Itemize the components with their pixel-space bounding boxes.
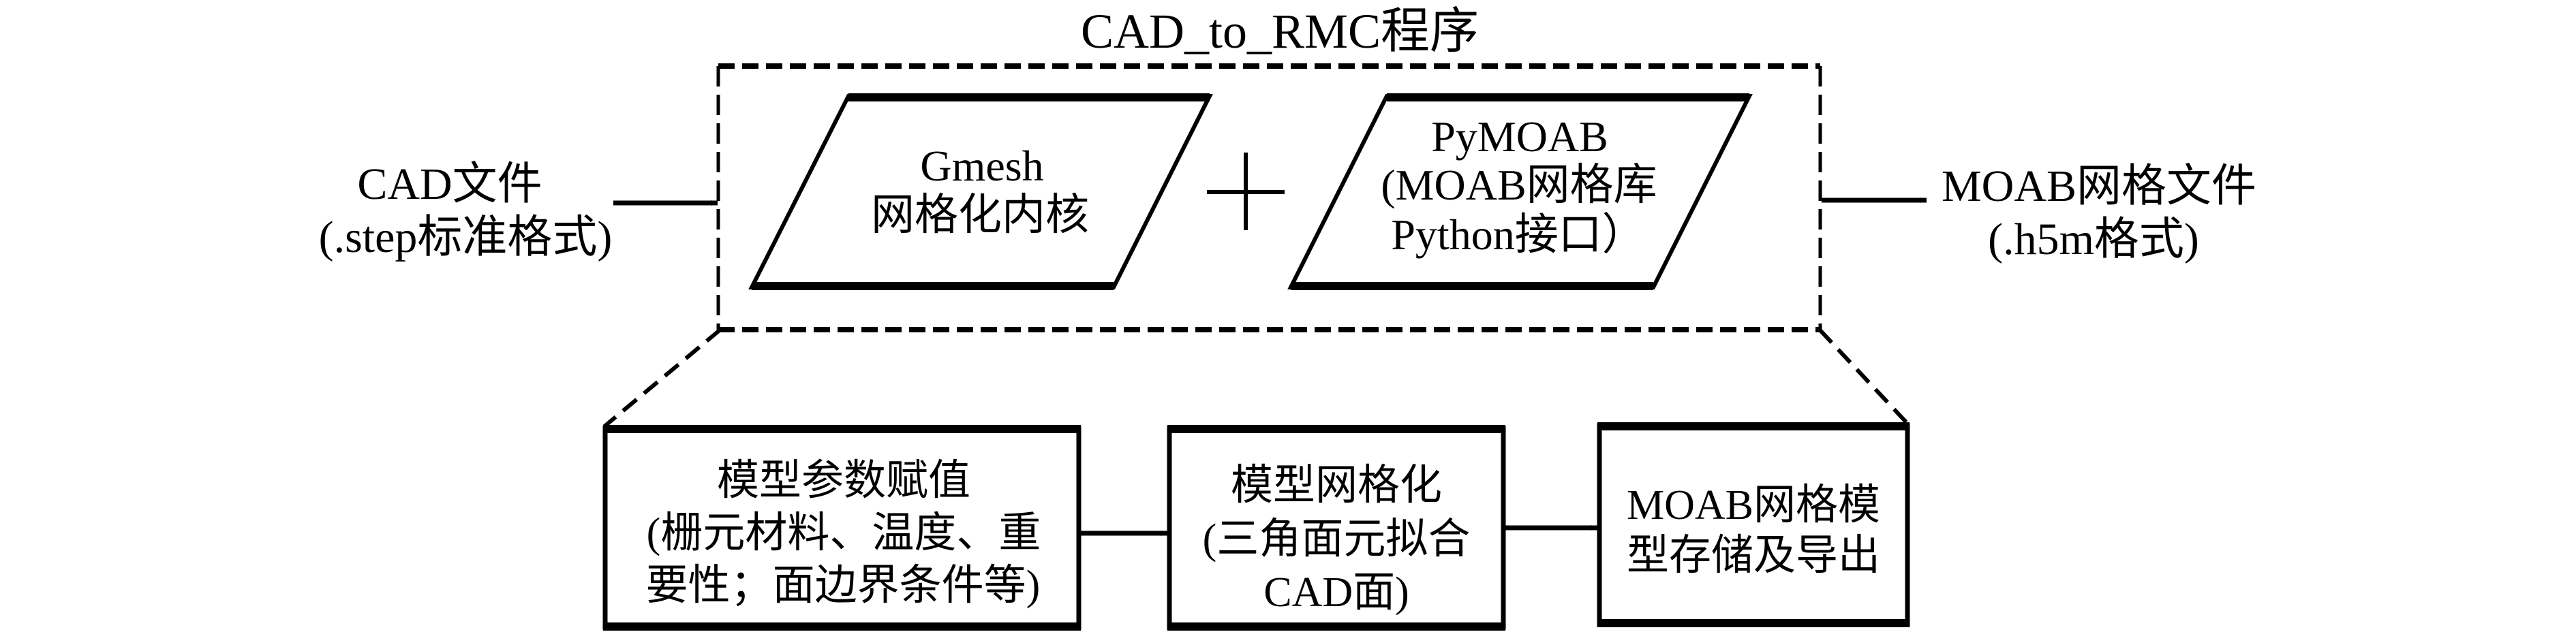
step-title: MOAB网格模	[1627, 482, 1880, 528]
expand-line-right	[1818, 328, 1911, 427]
input-file-label: CAD文件 (.step标准格式)	[319, 159, 613, 262]
step-store-export: MOAB网格模 型存储及导出	[1597, 422, 1910, 627]
output-file-label: MOAB网格文件 (.h5m格式)	[1942, 161, 2256, 264]
step-title: 模型参数赋值	[717, 458, 970, 504]
plus-icon	[1207, 153, 1285, 230]
step-meshing: 模型网格化 (三角面元拟合 CAD面)	[1167, 425, 1506, 631]
program-title: CAD_to_RMC程序	[1081, 4, 1479, 59]
step-param-assign: 模型参数赋值 (栅元材料、温度、重 要性；面边界条件等)	[602, 425, 1082, 631]
step-box	[1597, 423, 1910, 627]
program-boundary	[716, 63, 1822, 332]
pymoab-component: PyMOAB (MOAB网格库 Python接口）	[1287, 93, 1753, 290]
pymoab-line-3: Python接口）	[1391, 210, 1645, 259]
input-label-line-2: (.step标准格式)	[319, 212, 613, 262]
gmesh-component: Gmesh 网格化内核	[748, 93, 1213, 290]
step-line-2: 型存储及导出	[1627, 533, 1880, 579]
step-title: 模型网格化	[1231, 462, 1442, 509]
step-box	[602, 426, 1082, 630]
output-label-line-2: (.h5m格式)	[1988, 215, 2199, 264]
pymoab-title: PyMOAB	[1431, 112, 1608, 161]
input-label-line-1: CAD文件	[357, 159, 542, 209]
step-box	[1167, 426, 1506, 630]
gmesh-subtitle: 网格化内核	[871, 191, 1089, 239]
gmesh-title: Gmesh	[920, 142, 1043, 190]
output-label-line-1: MOAB网格文件	[1942, 161, 2256, 211]
step-line-3: CAD面)	[1263, 569, 1409, 616]
step-line-3: 要性；面边界条件等)	[646, 563, 1041, 609]
step-line-2: (栅元材料、温度、重	[647, 510, 1041, 556]
step-line-2: (三角面元拟合	[1203, 516, 1471, 563]
pymoab-line-2: (MOAB网格库	[1381, 161, 1657, 209]
expand-line-left	[603, 328, 722, 428]
